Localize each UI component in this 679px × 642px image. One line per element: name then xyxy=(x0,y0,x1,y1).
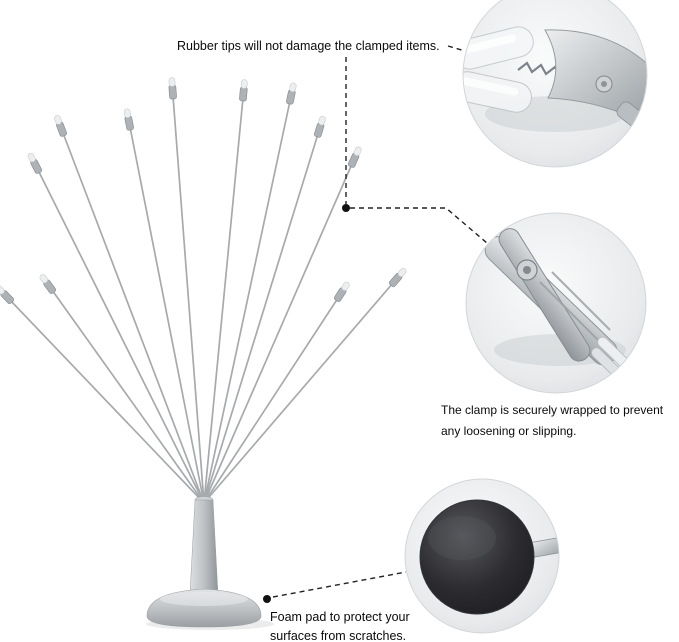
clip-holder-stand xyxy=(0,77,409,630)
clip-arm xyxy=(203,266,409,504)
clip-arm xyxy=(203,78,249,504)
annotation-rubber-tips: Rubber tips will not damage the clamped … xyxy=(177,37,440,56)
leader-dot-clamp xyxy=(342,204,350,212)
clip-arm xyxy=(203,114,328,504)
annotation-foam-pad-line1: Foam pad to protect your xyxy=(270,610,410,624)
leader-dot-foam xyxy=(263,595,271,603)
annotation-clamp-line2: any loosening or slipping. xyxy=(441,424,577,438)
annotation-foam-pad: Foam pad to protect your surfaces from s… xyxy=(270,608,410,642)
clip-arm xyxy=(122,107,205,504)
leader-clamp-horizontal xyxy=(350,207,488,244)
annotation-rubber-tips-text: Rubber tips will not damage the clamped … xyxy=(177,39,440,53)
annotation-clamp: The clamp is securely wrapped to prevent… xyxy=(441,400,663,442)
clip-arm xyxy=(0,283,205,504)
leader-lines xyxy=(272,45,488,598)
callout-clamp-detail xyxy=(465,212,647,394)
clip-arm xyxy=(203,280,352,504)
clip-arm xyxy=(26,151,205,504)
stand-base xyxy=(146,588,262,628)
clip-arm xyxy=(203,81,298,504)
annotation-foam-pad-line2: surfaces from scratches. xyxy=(270,629,407,642)
leader-foam-pad xyxy=(272,571,407,598)
clip-arm xyxy=(37,272,205,504)
clip-arm xyxy=(167,77,205,504)
annotation-clamp-line1: The clamp is securely wrapped to prevent xyxy=(441,403,664,417)
clip-arm xyxy=(203,145,364,504)
callout-rubber-tip-detail xyxy=(462,0,648,168)
leader-rubber-tips xyxy=(447,45,466,52)
callout-foam-pad-detail xyxy=(404,478,560,634)
stand-stem xyxy=(189,496,219,595)
clip-arm xyxy=(52,114,205,504)
